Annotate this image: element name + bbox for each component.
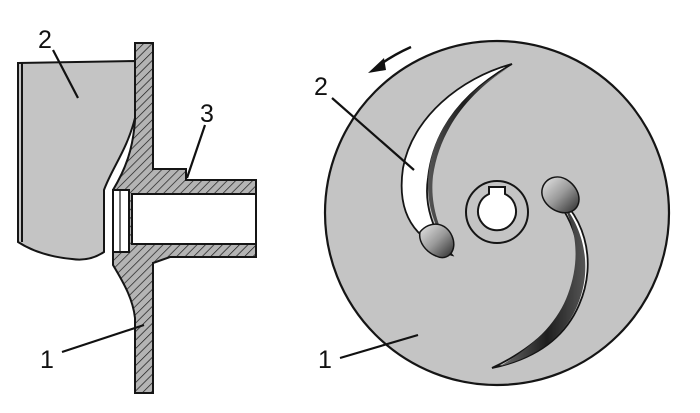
callout-1-section: 1 <box>40 346 54 374</box>
leader-1-left <box>61 323 145 354</box>
vane-tip-cap <box>418 223 455 259</box>
keyed-bore <box>477 186 517 232</box>
face-view: 2 1 <box>314 39 671 387</box>
vane-upper-left <box>400 63 513 259</box>
rotation-arrowhead-icon <box>368 58 386 73</box>
shroud-body <box>17 59 136 261</box>
bore-insert <box>112 189 130 253</box>
leader-3-left <box>185 124 207 179</box>
vane-blade-shade <box>500 200 586 366</box>
callout-2-face: 2 <box>314 73 328 101</box>
section-view: 2 3 1 <box>17 26 257 394</box>
leader-2-left <box>52 49 79 99</box>
leader-1-face <box>339 333 419 360</box>
callout-2-section: 2 <box>38 26 52 54</box>
callout-1-face: 1 <box>318 346 332 374</box>
callout-3-section: 3 <box>200 100 214 128</box>
vane-lower-right <box>491 176 589 369</box>
shaft-bore <box>131 193 257 245</box>
vane-tip-cap <box>541 176 580 214</box>
leader-2-face <box>331 97 415 171</box>
